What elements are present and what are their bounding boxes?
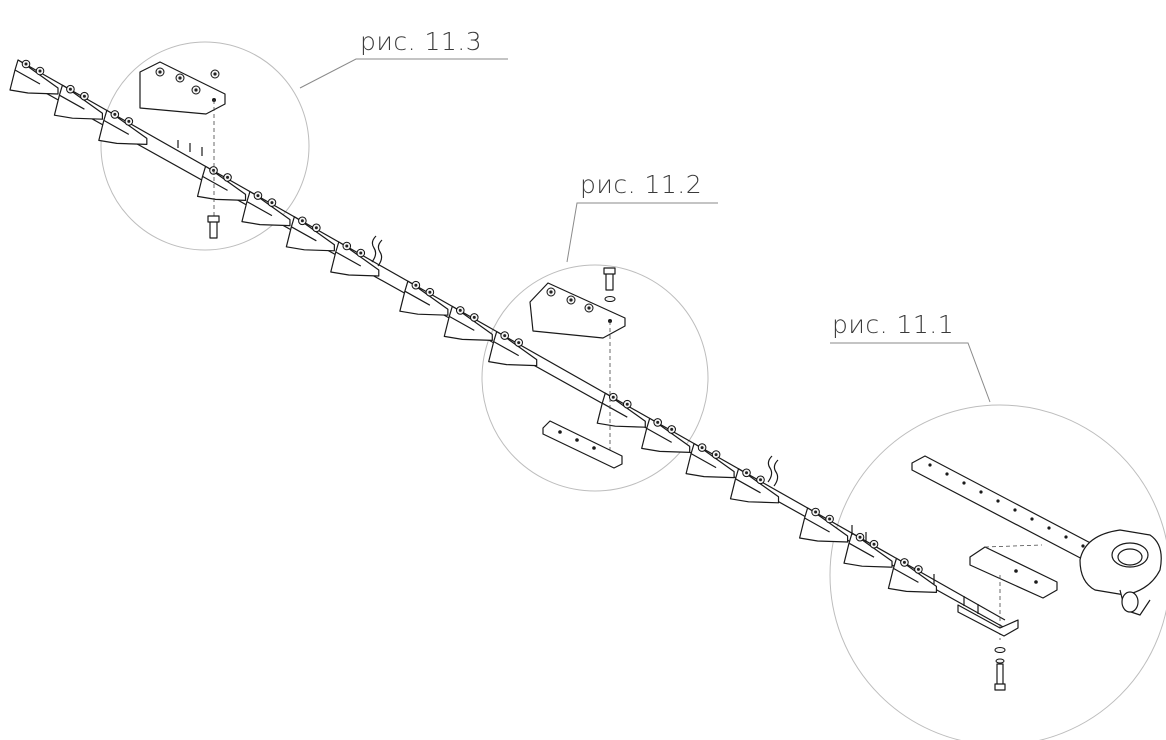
rivet-nut-core <box>625 402 629 406</box>
rivet-nut-core <box>300 219 304 223</box>
rivet-nut-core <box>113 112 117 116</box>
knife-section-edge <box>735 478 761 494</box>
bar-hole <box>1064 535 1068 539</box>
knife-section <box>685 443 735 479</box>
rivet-nut-core <box>314 226 318 230</box>
rivet-nut-core <box>656 420 660 424</box>
knife-section-edge <box>14 69 41 85</box>
rivet-nut-core <box>714 453 718 457</box>
knife-sections <box>9 59 938 593</box>
detail-circle-11-3 <box>100 41 310 251</box>
rivet-nut-core <box>270 201 274 205</box>
callout-label-11-2: рис. 11.2 <box>580 170 702 199</box>
detail-circle-11-2 <box>481 264 709 492</box>
knife-section <box>241 191 291 227</box>
rivet-nut-core <box>68 87 72 91</box>
knife-section <box>799 507 849 543</box>
rivet-nut-core <box>226 175 230 179</box>
rivet-nut-core <box>611 395 615 399</box>
leader-line-11-1 <box>830 342 991 403</box>
knife-section <box>285 216 335 252</box>
knife-section <box>98 109 148 145</box>
break-mark <box>371 235 779 487</box>
detail-11-3-parts <box>139 61 226 239</box>
knife-section <box>843 532 893 568</box>
rivet-nut-core <box>359 251 363 255</box>
knife-section-edge <box>601 402 628 418</box>
knife-section <box>399 280 449 316</box>
knife-section-edge <box>59 94 85 110</box>
bar-hole <box>979 490 983 494</box>
knife-section <box>641 417 691 453</box>
knife-section <box>330 241 380 277</box>
rivet-nut-core <box>82 94 86 98</box>
rivet-nut-core <box>670 427 674 431</box>
rivet-nut-core <box>503 334 507 338</box>
rivet-nut-core <box>814 510 818 514</box>
rivet-nut-core <box>38 69 42 73</box>
knife-section-edge <box>404 290 431 306</box>
rivet-nut-core <box>345 244 349 248</box>
rivet-nut-core <box>212 168 216 172</box>
rivet-nut-core <box>745 471 749 475</box>
bar-hole <box>1081 544 1085 548</box>
knife-section-edge <box>893 567 919 583</box>
knife-section-edge <box>291 226 317 242</box>
knife-section-edge <box>646 427 672 443</box>
knife-section-edge <box>246 201 273 217</box>
knife-section-edge <box>103 119 130 135</box>
knife-section-edge <box>202 175 228 191</box>
knife-section-edge <box>493 341 519 357</box>
knife-section <box>887 557 938 593</box>
bar-hole <box>996 499 1000 503</box>
knife-section <box>488 331 538 367</box>
bar-hole <box>1047 526 1051 530</box>
rivet-nut-core <box>472 315 476 319</box>
knife-section <box>196 165 247 201</box>
callout-label-11-3: рис. 11.3 <box>360 27 482 56</box>
knife-section-edge <box>448 315 475 331</box>
rivet-nut-core <box>517 341 521 345</box>
rivet-nut-core <box>256 194 260 198</box>
leader-line-11-2 <box>566 202 718 263</box>
knife-section <box>443 305 493 341</box>
rivet-nut-core <box>428 290 432 294</box>
knife-section-edge <box>690 453 717 469</box>
detail-11-1-parts <box>851 455 1162 691</box>
knife-section-edge <box>804 517 830 533</box>
bar-hole <box>1030 517 1034 521</box>
bar-hole <box>928 463 932 467</box>
bar-hole <box>945 472 949 476</box>
knife-section <box>53 84 104 120</box>
rivet-nut-core <box>858 535 862 539</box>
rivet-nut-core <box>458 308 462 312</box>
rivet-nut-core <box>759 478 763 482</box>
rivet-nut-core <box>902 560 906 564</box>
bar-hole <box>962 481 966 485</box>
knife-section-edge <box>335 251 362 267</box>
rivet-nut-core <box>828 517 832 521</box>
knife-section <box>596 392 646 428</box>
rivet-nut-core <box>872 542 876 546</box>
rivet-nut-core <box>700 446 704 450</box>
knife-section <box>9 59 59 95</box>
detail-11-2-parts <box>529 267 626 469</box>
knife-section-edge <box>848 542 875 558</box>
rivet-nut-core <box>24 62 28 66</box>
rivet-nut-core <box>916 567 920 571</box>
rivet-nut-core <box>414 283 418 287</box>
callout-label-11-1: рис. 11.1 <box>832 310 954 339</box>
bar-hole <box>1013 508 1017 512</box>
detail-circle-11-1 <box>829 404 1166 740</box>
leader-line-11-3 <box>299 58 508 89</box>
rivet-nut-core <box>127 119 131 123</box>
